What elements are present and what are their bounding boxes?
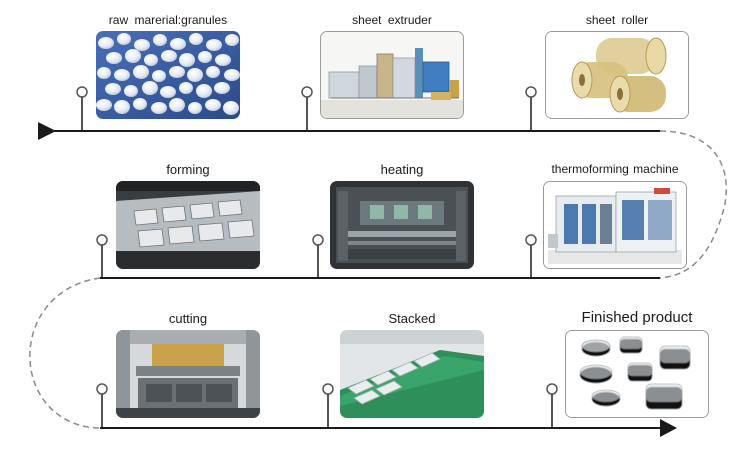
step-label-thermoforming-machine: thermoforming machine	[551, 162, 679, 176]
step-label-cutting: cutting	[168, 311, 208, 326]
node-1	[76, 86, 88, 98]
step-image-heating	[330, 181, 474, 269]
step-image-roller	[545, 31, 689, 119]
step-image-finished-product	[565, 330, 709, 418]
end-arrow-icon	[660, 419, 677, 437]
node-8	[322, 383, 334, 395]
node-7	[96, 383, 108, 395]
step-label-granules: raw marerial:granules	[108, 13, 228, 27]
node-5	[312, 234, 324, 246]
step-label-heating: heating	[380, 162, 424, 177]
step-image-stacked	[340, 330, 484, 418]
step-label-finished-product: Finished product	[581, 309, 693, 326]
step-image-granules	[96, 31, 240, 119]
step-label-roller: sheet roller	[585, 13, 649, 27]
node-6	[525, 234, 537, 246]
node-2	[301, 86, 313, 98]
dashed-connector-right	[654, 130, 728, 279]
step-image-forming	[116, 181, 260, 269]
step-image-thermoforming-machine	[543, 181, 687, 269]
step-image-extruder	[320, 31, 464, 119]
node-9	[546, 383, 558, 395]
step-image-cutting	[116, 330, 260, 418]
node-4	[96, 234, 108, 246]
step-label-forming: forming	[166, 162, 210, 177]
step-label-extruder: sheet extruder	[352, 13, 432, 27]
step-label-stacked: Stacked	[388, 311, 436, 326]
node-3	[525, 86, 537, 98]
dashed-connector-left	[29, 277, 101, 429]
start-arrow-icon	[38, 122, 56, 140]
